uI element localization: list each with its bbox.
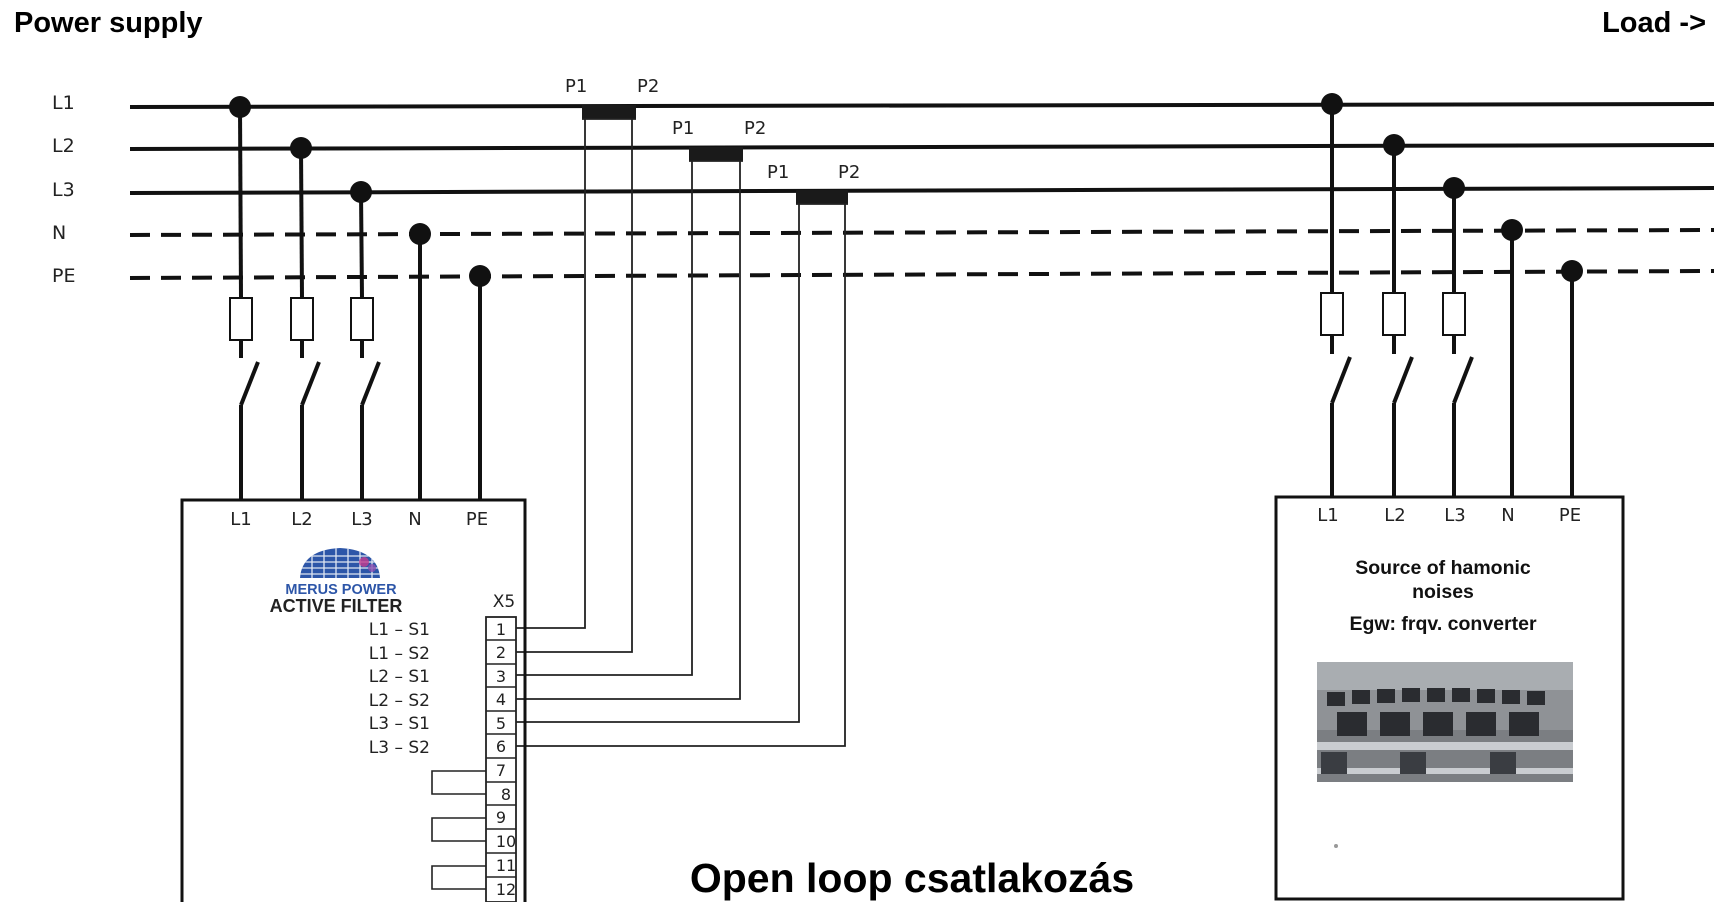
- filter-terminal-l2: L2: [291, 509, 312, 530]
- filter-feeders: [229, 106, 482, 500]
- load-box: L1 L2 L3 N PE Source of hamonic noises E…: [1274, 495, 1625, 901]
- signal-label: L2 – S2: [369, 691, 430, 711]
- x5-pin-number: 4: [496, 690, 506, 709]
- x5-pin-number: 6: [496, 737, 506, 756]
- merus-logo-text: MERUS POWER: [285, 582, 397, 598]
- dot-mark: [1334, 844, 1338, 848]
- bus-label-n: N: [52, 222, 66, 244]
- bus-label-pe: PE: [52, 265, 75, 287]
- x5-pin-number: 5: [496, 714, 506, 733]
- ct-l2-p2: P2: [744, 118, 766, 139]
- filter-terminal-pe: PE: [466, 509, 488, 530]
- load-terminal-l2: L2: [1384, 505, 1405, 526]
- filter-terminal-l1: L1: [230, 509, 251, 530]
- header-load: Load ->: [1602, 7, 1706, 39]
- x5-pin-number: 9: [496, 808, 506, 827]
- x5-pin-number: 12: [496, 880, 516, 899]
- x5-pin-number: 11: [496, 856, 516, 875]
- signal-label: L3 – S1: [369, 714, 430, 734]
- bus-line-l1: [129, 102, 1714, 109]
- load-terminal-pe: PE: [1559, 505, 1581, 526]
- x5-pin-number: 8: [501, 785, 511, 804]
- load-text-line2: noises: [1412, 581, 1474, 603]
- signal-label: L3 – S2: [369, 738, 430, 758]
- bus-line-l2: [129, 143, 1714, 151]
- load-terminal-l1: L1: [1317, 505, 1338, 526]
- filter-name: ACTIVE FILTER: [270, 596, 403, 616]
- computer-room-photo-icon: [1317, 662, 1573, 782]
- x5-pin-number: 7: [496, 761, 506, 780]
- diagram-title: Open loop csatlakozás: [690, 855, 1134, 901]
- x5-terminal-strip: 1 2 3 4 5 6 7 8 9 10 11 12: [431, 616, 517, 902]
- connector-label: X5: [493, 592, 515, 612]
- filter-terminal-l3: L3: [351, 509, 372, 530]
- ct-l3-p1: P1: [767, 162, 789, 183]
- ct-l3-p2: P2: [838, 162, 860, 183]
- load-text-line1: Source of hamonic: [1355, 557, 1531, 579]
- bus-lines: [129, 102, 1714, 280]
- bus-label-l1: L1: [52, 92, 75, 114]
- ct-l1-p1: P1: [565, 76, 587, 97]
- active-filter-box: L1 L2 L3 N PE: [180, 498, 527, 902]
- load-text-line3: Egw: frqv. converter: [1349, 613, 1537, 635]
- x5-pin-number: 10: [496, 832, 516, 851]
- bus-line-n: [129, 228, 1714, 237]
- ct-labels: P1 P2 P1 P2 P1 P2: [565, 76, 860, 183]
- bus-label-l2: L2: [52, 135, 75, 157]
- load-terminal-l3: L3: [1444, 505, 1465, 526]
- bus-label-l3: L3: [52, 179, 75, 201]
- ct-l3: [796, 190, 848, 204]
- load-terminal-n: N: [1501, 505, 1514, 526]
- signal-label: L1 – S1: [369, 620, 430, 640]
- bus-labels: L1 L2 L3 N PE: [52, 92, 75, 287]
- filter-feeder-nodes: [229, 96, 491, 287]
- merus-logo-icon: [300, 548, 380, 578]
- ct-l1-p2: P2: [637, 76, 659, 97]
- header-power-supply: Power supply: [14, 7, 203, 39]
- x5-pin-number: 2: [496, 643, 506, 662]
- bus-line-pe: [129, 269, 1714, 280]
- signal-label: L2 – S1: [369, 667, 430, 687]
- current-transformers: [582, 105, 848, 204]
- load-feeders: [1320, 104, 1574, 497]
- x5-pin-number: 1: [496, 620, 506, 639]
- ct-l2: [689, 147, 743, 161]
- x5-pin-number: 3: [496, 667, 506, 686]
- filter-terminal-n: N: [408, 509, 421, 530]
- signal-label: L1 – S2: [369, 644, 430, 664]
- ct-l1: [582, 105, 636, 119]
- ct-signal-wires: [516, 118, 848, 747]
- ct-l2-p1: P1: [672, 118, 694, 139]
- load-feeder-nodes: [1321, 93, 1583, 282]
